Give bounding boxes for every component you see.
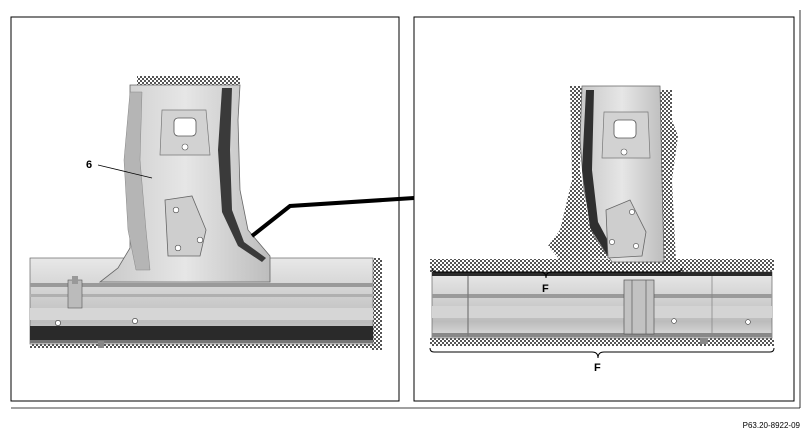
detail-connector-line — [250, 196, 415, 238]
right-view-panel: F F — [413, 16, 795, 402]
left-bottom-cut-hatch — [30, 342, 380, 348]
section-f-top-label: F — [542, 283, 549, 295]
left-right-cut-hatch — [372, 258, 382, 350]
right-pillar — [579, 85, 665, 263]
part-number-label: 6 — [86, 159, 92, 171]
section-f-bottom-bracket — [429, 347, 775, 359]
section-f-top-bracket — [431, 267, 683, 279]
right-top-band-hatch — [430, 259, 774, 272]
part-6-leader — [97, 164, 153, 179]
right-pillar-left-hatch — [548, 86, 612, 260]
right-rocker-rail — [431, 271, 773, 344]
left-view-panel: 6 — [10, 16, 400, 402]
right-bottom-band-hatch — [430, 338, 774, 346]
left-rocker-rail — [29, 257, 374, 348]
right-pillar-right-hatch — [660, 90, 678, 262]
reference-code: P63.20-8922-09 — [743, 421, 801, 430]
left-top-cut-hatch — [137, 76, 240, 85]
left-pillar — [98, 84, 271, 283]
section-f-bottom-label: F — [594, 362, 601, 374]
